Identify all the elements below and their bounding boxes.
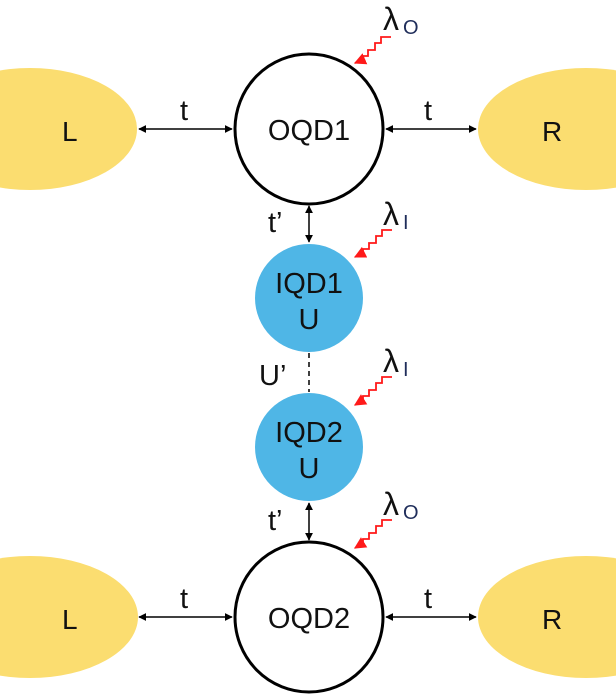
photon-arrow-iqd2: [353, 376, 392, 406]
photon-arrow-oqd1: [353, 36, 391, 65]
lambda-subscript-iqd1: I: [403, 212, 409, 234]
lambda-subscript-iqd2: I: [403, 359, 409, 381]
coupling-t-left-top: t: [180, 95, 188, 127]
photon-arrow-oqd2: [353, 519, 392, 549]
coupling-tprime-top: t’: [268, 207, 283, 239]
lead-left-top-label: L: [62, 116, 78, 147]
coupling-t-right-top: t: [424, 95, 432, 127]
lead-right-bottom: [478, 556, 616, 678]
coupling-uprime: U’: [259, 360, 286, 392]
coupling-tprime-bottom: t’: [268, 505, 283, 537]
outer-dot-oqd2: [233, 540, 385, 694]
lead-left-top: [0, 68, 137, 190]
iqd1-label: IQD1: [275, 268, 343, 300]
lead-right-top-label: R: [542, 116, 562, 147]
lead-left-bottom: [0, 556, 138, 678]
inner-dot-iqd2: [255, 393, 363, 501]
lambda-symbol-oqd2: λ: [383, 486, 399, 522]
oqd2-label: OQD2: [268, 603, 350, 635]
coupling-t-right-bottom: t: [424, 583, 432, 615]
iqd2-label: IQD2: [275, 417, 343, 449]
photon-arrow-iqd1: [353, 229, 392, 258]
lead-right-bottom-label: R: [542, 604, 562, 635]
lambda-symbol-iqd1: λ: [383, 196, 399, 232]
iqd1-interaction-label: U: [299, 304, 320, 336]
coupling-t-left-bottom: t: [180, 583, 188, 615]
iqd2-interaction-label: U: [299, 453, 320, 485]
inner-dot-iqd1: [255, 244, 363, 352]
lambda-symbol-iqd2: λ: [383, 343, 399, 379]
lambda-subscript-oqd2: O: [403, 502, 419, 524]
oqd1-label: OQD1: [268, 115, 350, 147]
lambda-symbol-oqd1: λ: [383, 1, 399, 37]
outer-dot-oqd1: [233, 52, 385, 206]
lead-left-bottom-label: L: [62, 604, 78, 635]
lead-right-top: [478, 68, 616, 190]
lambda-subscript-oqd1: O: [403, 17, 419, 39]
